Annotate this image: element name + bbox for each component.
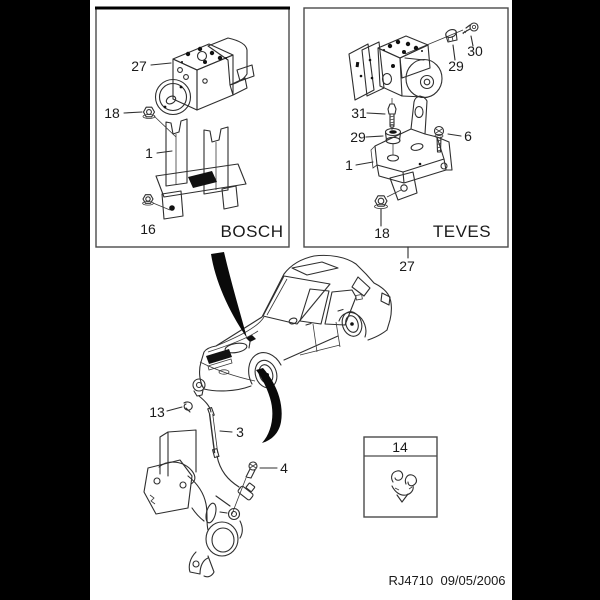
teves-bushing-bolt-drawing: [445, 22, 479, 43]
callout-bosch-18: 18: [104, 105, 120, 121]
callout-bosch-27: 27: [131, 58, 147, 74]
bosch-leader-lines: [123, 62, 177, 211]
bolt-4-drawing: [245, 461, 258, 479]
locator-arrow-to-wheel: [256, 368, 282, 443]
right-black-bar: [512, 0, 600, 600]
wheel-sensor-assembly-drawing: 13 3 4: [143, 378, 288, 578]
footer-document-code: RJ4710 09/05/2006: [388, 573, 505, 588]
callout-13: 13: [149, 404, 165, 420]
teves-panel: 30 29 31 29 6 1 18 TEVES 27: [303, 7, 509, 274]
locator-arrow-to-abs: [211, 252, 247, 338]
bosch-nut-18-drawing: [142, 106, 156, 119]
bosch-nut-16-drawing: [142, 194, 154, 206]
teves-caption: TEVES: [433, 222, 491, 241]
bosch-panel: 27 18 1 16 BOSCH: [95, 6, 290, 248]
callout-teves-30: 30: [467, 43, 483, 59]
callout-bosch-16: 16: [140, 221, 156, 237]
steering-knuckle-drawing: [143, 429, 243, 578]
callout-27-below-teves: 27: [399, 258, 415, 274]
callout-teves-29-lower: 29: [350, 129, 366, 145]
bosch-abs-unit-drawing: [154, 37, 255, 116]
teves-leader-lines: [355, 35, 474, 259]
left-black-bar: [0, 0, 90, 600]
teves-bracket-drawing: [370, 95, 453, 201]
teves-nut-18-drawing: [374, 195, 388, 210]
clip-box-panel: 14: [363, 436, 438, 518]
bosch-bracket-drawing: [155, 118, 247, 220]
callout-bosch-1: 1: [145, 145, 153, 161]
callout-teves-18: 18: [374, 225, 390, 241]
bosch-panel-border: [95, 7, 290, 248]
callout-teves-31: 31: [351, 105, 367, 121]
callout-3: 3: [236, 424, 244, 440]
teves-panel-border: [303, 7, 509, 248]
callout-4: 4: [280, 460, 288, 476]
clip-13-drawing: [183, 401, 193, 413]
bosch-caption: BOSCH: [221, 222, 284, 241]
callout-teves-1: 1: [345, 157, 353, 173]
clip-14-drawing: [391, 470, 417, 503]
callout-teves-29-upper: 29: [448, 58, 464, 74]
callout-14: 14: [392, 439, 408, 455]
callout-teves-6: 6: [464, 128, 472, 144]
car-drawing: [199, 252, 392, 443]
teves-abs-unit-drawing: [348, 29, 464, 101]
clip-box-border: [363, 436, 438, 518]
teves-stud-grommet-drawing: [384, 98, 402, 162]
